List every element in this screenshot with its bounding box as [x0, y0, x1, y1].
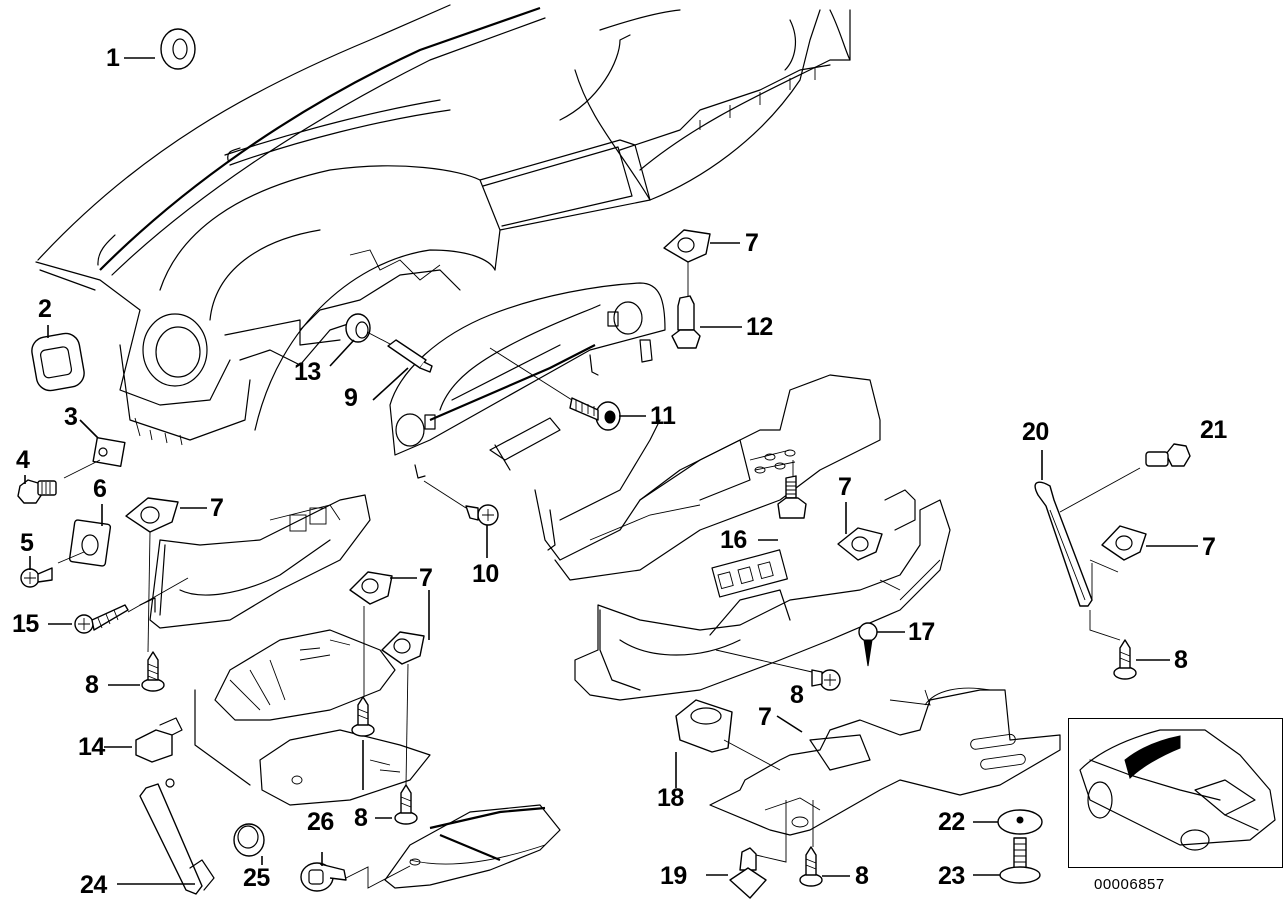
part-8-screw — [1113, 639, 1137, 680]
callout-7[interactable]: 7 — [1202, 533, 1216, 561]
part-12-expanding-rivet — [671, 295, 701, 349]
callout-14[interactable]: 14 — [78, 733, 105, 761]
part-7-speed-nut — [663, 229, 711, 263]
part-17-screw — [858, 622, 878, 667]
part-6-clip-nut — [68, 519, 112, 567]
part-13-bush — [345, 313, 371, 343]
callout-17[interactable]: 17 — [908, 618, 935, 646]
part-8-screw — [141, 651, 165, 692]
callout-2[interactable]: 2 — [38, 295, 52, 323]
part-2-square-grommet — [31, 332, 85, 392]
lower-cover-left — [194, 629, 431, 806]
callout-1[interactable]: 1 — [106, 44, 120, 72]
part-7-speed-nut — [381, 631, 425, 665]
callout-8[interactable]: 8 — [1174, 646, 1188, 674]
part-22-washer — [997, 809, 1043, 835]
part-14-clip — [135, 717, 183, 763]
callout-7[interactable]: 7 — [210, 494, 224, 522]
part-23-screw — [999, 837, 1041, 884]
part-7-speed-nut — [1101, 525, 1147, 561]
part-3-clip-nut — [92, 437, 126, 467]
part-10-screw — [465, 504, 499, 526]
glovebox-lower-trim — [574, 489, 951, 701]
part-7-speed-nut — [837, 527, 883, 561]
callout-11[interactable]: 11 — [650, 402, 676, 430]
callout-13[interactable]: 13 — [294, 358, 321, 386]
trim-strip — [489, 417, 561, 471]
callout-19[interactable]: 19 — [660, 862, 687, 890]
callout-16[interactable]: 16 — [720, 526, 747, 554]
part-25-cap — [233, 823, 265, 857]
callout-12[interactable]: 12 — [746, 313, 773, 341]
part-8-screw — [394, 784, 418, 825]
part-19-expanding-rivet — [729, 847, 767, 899]
part-21-hex-bolt — [1145, 443, 1191, 467]
callout-26[interactable]: 26 — [307, 808, 334, 836]
callout-9[interactable]: 9 — [344, 384, 358, 412]
callout-7[interactable]: 7 — [745, 229, 759, 257]
part-18-cover — [675, 699, 733, 753]
callout-24[interactable]: 24 — [80, 871, 107, 899]
callout-15[interactable]: 15 — [12, 610, 39, 638]
callout-8[interactable]: 8 — [790, 681, 804, 709]
part-8-screw — [799, 846, 823, 887]
reference-number: 00006857 — [1094, 876, 1165, 893]
part-16-hex-bolt — [777, 475, 807, 519]
part-7-speed-nut — [349, 571, 393, 605]
callout-7[interactable]: 7 — [838, 473, 852, 501]
part-8-screw — [811, 669, 841, 691]
part-26-clip — [300, 862, 347, 892]
callout-5[interactable]: 5 — [20, 529, 34, 557]
callout-6[interactable]: 6 — [93, 475, 107, 503]
leader-lines — [24, 57, 1198, 889]
part-20-bracket — [1034, 481, 1093, 607]
part-9-pin — [387, 339, 433, 373]
callout-22[interactable]: 22 — [938, 808, 965, 836]
callout-8[interactable]: 8 — [354, 804, 368, 832]
callout-3[interactable]: 3 — [64, 403, 78, 431]
part-8-screw — [351, 696, 375, 737]
part-15-screw — [74, 604, 129, 634]
callout-7[interactable]: 7 — [419, 564, 433, 592]
inset-frame — [1068, 718, 1283, 868]
knee-bolster-carrier — [534, 374, 881, 581]
part-7-speed-nut — [125, 497, 179, 533]
part-1-grommet — [160, 28, 196, 70]
part-5-screw — [20, 567, 53, 588]
dashboard-panel — [35, 4, 851, 446]
callout-7[interactable]: 7 — [758, 703, 772, 731]
part-4-hex-bolt — [17, 479, 57, 504]
glovebox-lid — [384, 804, 561, 889]
instrument-cluster-trim — [389, 282, 666, 479]
callout-25[interactable]: 25 — [243, 864, 270, 892]
callout-8[interactable]: 8 — [855, 862, 869, 890]
callout-20[interactable]: 20 — [1022, 418, 1049, 446]
callout-8[interactable]: 8 — [85, 671, 99, 699]
callout-18[interactable]: 18 — [657, 784, 684, 812]
inset-car-illustration — [1079, 729, 1276, 851]
callout-4[interactable]: 4 — [16, 446, 30, 474]
callout-23[interactable]: 23 — [938, 862, 965, 890]
part-24-handle — [139, 778, 215, 895]
left-side-trim — [139, 494, 371, 629]
callout-21[interactable]: 21 — [1200, 416, 1227, 444]
callout-10[interactable]: 10 — [472, 560, 499, 588]
part-11-screw — [569, 397, 621, 431]
